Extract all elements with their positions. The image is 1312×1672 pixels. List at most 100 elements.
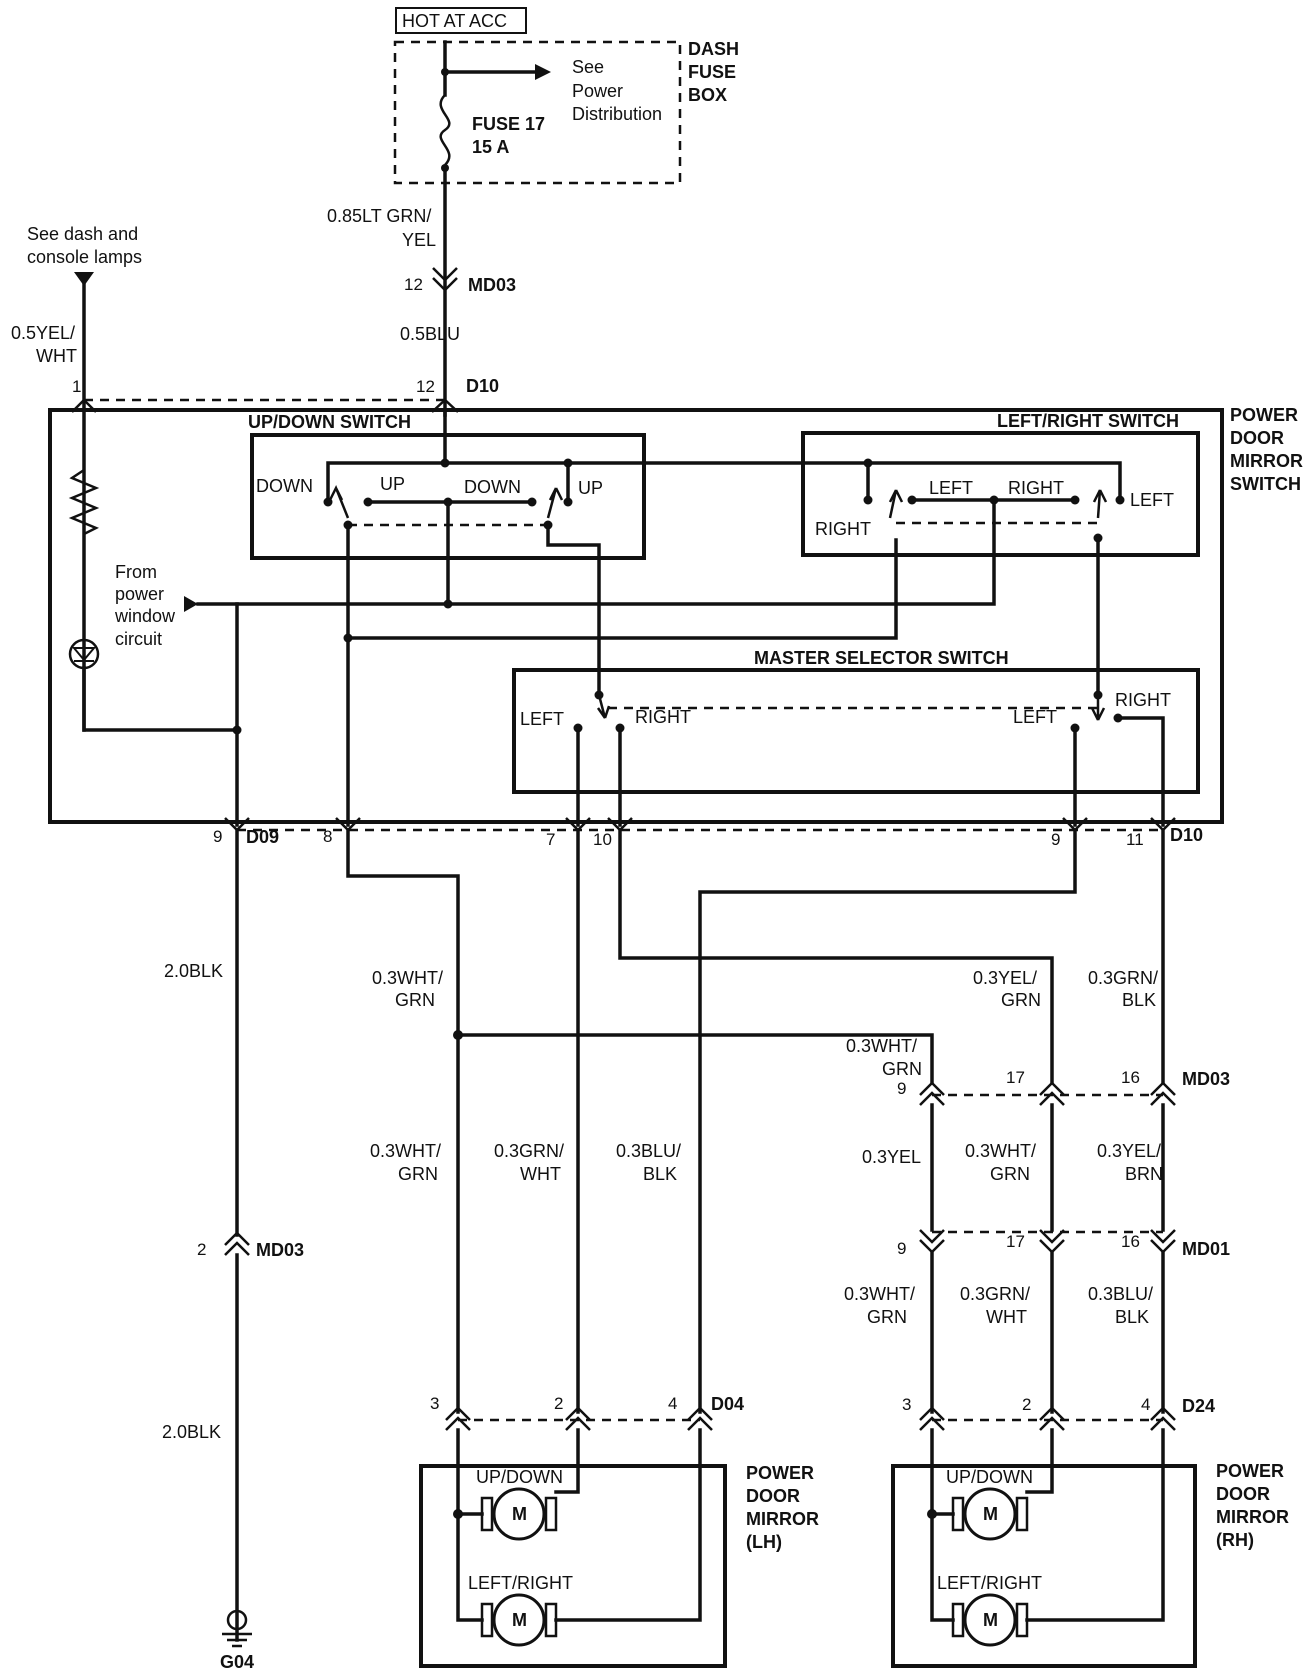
d24-connector-icons [919,1406,1176,1431]
master-selector-switch-outline [512,668,1200,794]
md03-pin12: 12 [404,275,423,294]
leftright-label-left1: LEFT [929,478,973,498]
rh-leftright-wire [1025,1428,1165,1622]
d10-pin11: 11 [1126,830,1144,849]
rh-low-c-label-2: BLK [1115,1307,1149,1327]
rh-low-b-label-1: 0.3GRN/ [960,1284,1030,1304]
rh-whtgrn-label-2: GRN [882,1059,922,1079]
md03-rh-connector-icons [919,1081,1176,1106]
updown-label-down2: DOWN [464,477,521,497]
svg-text:M: M [512,1610,527,1630]
rh-low-a-label-1: 0.3WHT/ [844,1284,915,1304]
switch-module-label-3: MIRROR [1230,451,1303,471]
feed-blu-label: 0.5BLU [400,324,460,344]
rh-whtgrn-label-1: 0.3WHT/ [846,1036,917,1056]
leftright-label-right1: RIGHT [1008,478,1064,498]
power-window-arrow-icon [184,596,198,612]
rh-leftright-motor-icon: M [951,1593,1029,1647]
see-power-1: See [572,57,604,77]
fuse-rating: 15 A [472,137,509,157]
master-label-left1: LEFT [520,709,564,729]
lh-pin8-label-2: GRN [395,990,435,1010]
lh-updown-wire [554,1428,580,1494]
lamps-note-2: console lamps [27,247,142,267]
rh-grnblk-label-2: BLK [1122,990,1156,1010]
illumination-resistor-icon [68,410,100,640]
leftright-to-powerwindow [446,498,996,606]
md03-rh-pin17: 17 [1006,1068,1025,1087]
rh-ygrn-label-1: 0.3YEL/ [973,968,1037,988]
leftright-contact-right2 [1070,495,1080,505]
rh-mid-b-label-2: GRN [990,1164,1030,1184]
master-selector-title: MASTER SELECTOR SWITCH [754,648,1009,668]
switch-module-label-2: DOOR [1230,428,1284,448]
d10-pin7: 7 [546,830,555,849]
rh-common-wire [930,1428,955,1622]
lamp-diode-icon [71,647,97,662]
lamps-arrow-icon [74,272,94,286]
leftright-arm1-icon [888,489,904,519]
rh-mid-c-label-2: BRN [1125,1164,1163,1184]
fuse-box-label-3: BOX [688,85,727,105]
master-label-right1: RIGHT [635,707,691,727]
mirror-lh-label-3: MIRROR [746,1509,819,1529]
pin11-wire [1116,716,1165,827]
rh-mid-a-label: 0.3YEL [862,1147,921,1167]
lamps-note-1: See dash and [27,224,138,244]
rh-updown-motor-icon: M [951,1487,1029,1541]
fuse-box-label-1: DASH [688,39,739,59]
svg-text:M: M [983,1610,998,1630]
d10-pin9: 9 [1051,830,1060,849]
updown-arm1-icon [328,484,350,519]
mirror-rh-label-1: POWER [1216,1461,1284,1481]
md01-pin9: 9 [897,1239,906,1258]
left-right-switch-title: LEFT/RIGHT SWITCH [997,411,1179,431]
d09-pin9: 9 [213,827,222,846]
md03-pin2: 2 [197,1240,206,1259]
leftright-right-wire [346,538,898,640]
lh-c-label-2: BLK [643,1164,677,1184]
rh-grnblk-label-1: 0.3GRN/ [1088,968,1158,988]
power-window-3: window [114,606,176,626]
d24-pin3: 3 [902,1395,911,1414]
lh-c-label-1: 0.3BLU/ [616,1141,681,1161]
feed-wire-label-2: YEL [402,230,436,250]
lh-a-label-1: 0.3WHT/ [370,1141,441,1161]
d10-top-label: D10 [466,376,499,396]
updown-arm2-icon [546,487,564,519]
rh-whtgrn-wire [456,1033,934,1085]
rh-leftright-label: LEFT/RIGHT [937,1573,1042,1593]
d10-pin8: 8 [323,827,332,846]
lamp-feed-wire [82,280,239,732]
power-dist-arrow-icon [535,64,551,80]
d10-pin1: 1 [72,377,81,396]
g04-label: G04 [220,1652,254,1672]
mirror-lh-label-4: (LH) [746,1532,782,1552]
master-arm1-icon [596,694,611,719]
ground-icon-ring [226,1609,248,1631]
md03-ground-connector-icon [224,1231,250,1256]
d04-connector-icons [445,1406,713,1431]
lh-a-label-2: GRN [398,1164,438,1184]
rh-updown-label: UP/DOWN [946,1467,1033,1487]
switch-module-label-1: POWER [1230,405,1298,425]
master-label-right2: RIGHT [1115,690,1171,710]
lh-pin8-wire [346,828,460,1414]
ground-wire-label-lower: 2.0BLK [162,1422,221,1442]
leftright-contact-left2 [1115,495,1125,505]
lh-updown-label: UP/DOWN [476,1467,563,1487]
d10-bottom-label: D10 [1170,825,1203,845]
svg-text:M: M [512,1504,527,1524]
lh-b-label-2: WHT [520,1164,561,1184]
md03-rh-pin16: 16 [1121,1068,1140,1087]
lh-leftright-label: LEFT/RIGHT [468,1573,573,1593]
md01-pin17: 17 [1006,1232,1025,1251]
md03-pin12-connector-icon [432,267,458,292]
leftright-contact-right1 [863,495,873,505]
d10-pin10: 10 [593,830,612,849]
leftright-arm2-icon [1092,489,1108,519]
switch-module-label-4: SWITCH [1230,474,1301,494]
mirror-lh-label-1: POWER [746,1463,814,1483]
feed-wire-label-1: 0.85LT GRN/ [327,206,431,226]
lh-common-wire [456,1428,484,1622]
